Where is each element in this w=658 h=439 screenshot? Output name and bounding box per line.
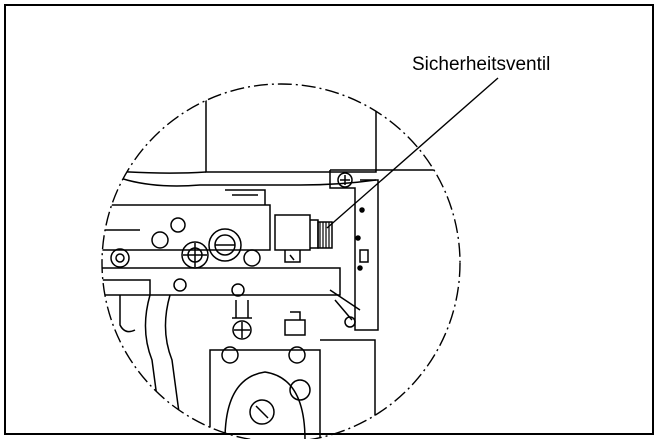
safety-valve-label: Sicherheitsventil — [412, 54, 551, 75]
safety-valve — [274, 214, 333, 263]
lower-manifold — [102, 267, 341, 296]
detail-circle — [101, 83, 461, 439]
mechanical-parts — [102, 84, 440, 439]
pipe — [144, 294, 161, 421]
leader-line — [326, 77, 499, 229]
manifold — [102, 204, 271, 251]
mounting-bracket — [329, 169, 440, 331]
pump-body — [209, 346, 321, 439]
upper-housing — [205, 84, 377, 173]
figure-frame — [4, 4, 654, 435]
